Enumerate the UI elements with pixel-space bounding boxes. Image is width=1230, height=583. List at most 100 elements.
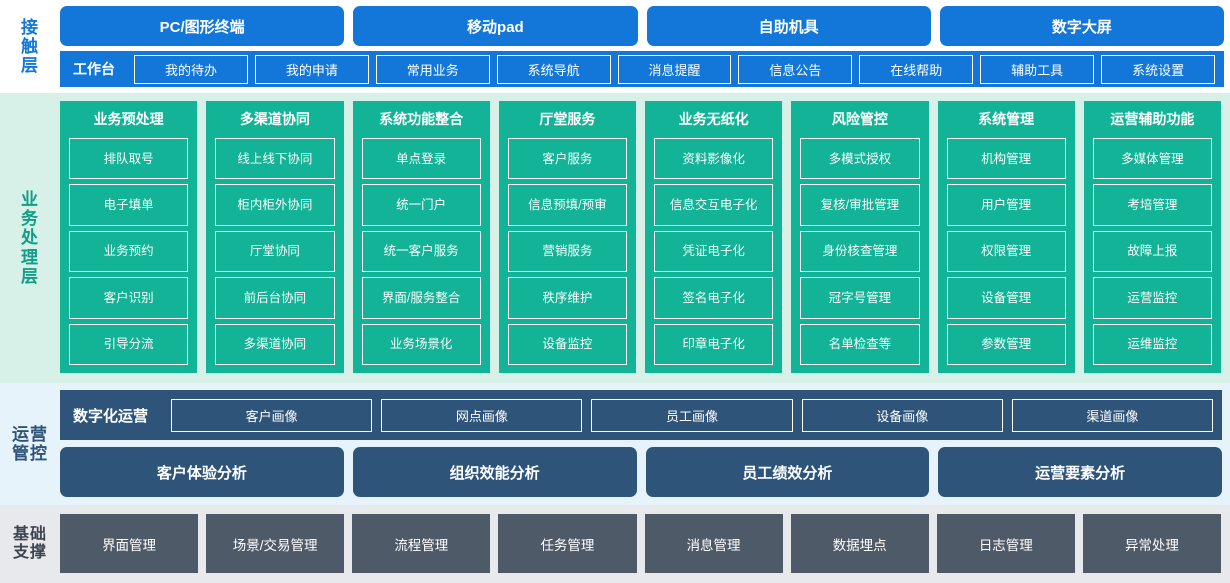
business-layer-band: 业务处理层 业务预处理 排队取号 电子填单 业务预约 客户识别 引导分流 多渠道… [0,93,1230,383]
business-layer-label: 业务处理层 [0,93,60,383]
portrait-chip[interactable]: 渠道画像 [1011,398,1214,432]
workbench-item[interactable]: 常用业务 [375,54,490,84]
business-item[interactable]: 信息交互电子化 [654,184,774,226]
digital-ops-title: 数字化运营 [73,407,149,425]
business-item[interactable]: 设备监控 [507,323,627,366]
business-column-title: 业务无纸化 [678,111,749,127]
workbench-item[interactable]: 在线帮助 [859,54,974,84]
workbench-item[interactable]: 系统设置 [1101,54,1216,84]
base-layer-body: 界面管理 场景/交易管理 流程管理 任务管理 消息管理 数据埋点 日志管理 异常… [60,505,1230,583]
business-item[interactable]: 用户管理 [946,184,1066,226]
business-item[interactable]: 资料影像化 [654,138,774,180]
business-item[interactable]: 电子填单 [69,184,189,226]
portrait-chip[interactable]: 客户画像 [171,398,373,432]
business-item[interactable]: 客户识别 [69,277,189,319]
base-card[interactable]: 数据埋点 [790,514,929,573]
business-item[interactable]: 凭证电子化 [654,230,774,273]
business-item[interactable]: 营销服务 [507,230,627,273]
workbench-item[interactable]: 我的待办 [134,54,248,84]
channel-card[interactable]: 数字大屏 [939,6,1224,46]
workbench-title: 工作台 [73,61,115,77]
workbench-item[interactable]: 消息提醒 [617,54,732,84]
channel-card-label: PC/图形终端 [159,18,245,36]
channel-card[interactable]: 自助机具 [646,6,931,46]
business-item[interactable]: 统一门户 [361,184,481,226]
analysis-card-row: 客户体验分析 组织效能分析 员工绩效分析 运营要素分析 [60,447,1222,497]
portrait-chip[interactable]: 员工画像 [591,398,793,432]
business-item[interactable]: 统一客户服务 [361,230,481,273]
business-item[interactable]: 复核/审批管理 [800,184,920,226]
business-item[interactable]: 业务预约 [69,230,189,273]
business-item[interactable]: 运营监控 [1092,277,1212,319]
business-item[interactable]: 签名电子化 [654,277,774,319]
base-layer-band: 基础支撑 界面管理 场景/交易管理 流程管理 任务管理 消息管理 数据埋点 日志… [0,505,1230,583]
business-item[interactable]: 运维监控 [1092,323,1212,366]
business-item[interactable]: 身份核查管理 [800,230,920,273]
base-card[interactable]: 日志管理 [936,514,1075,573]
business-item[interactable]: 权限管理 [946,230,1066,273]
business-item[interactable]: 引导分流 [69,323,189,366]
business-item[interactable]: 多媒体管理 [1092,138,1212,180]
analysis-card[interactable]: 运营要素分析 [938,447,1222,497]
workbench-item[interactable]: 信息公告 [738,54,853,84]
portrait-chip[interactable]: 网点画像 [381,398,583,432]
analysis-card[interactable]: 客户体验分析 [60,447,344,497]
business-column: 系统功能整合 单点登录 统一门户 统一客户服务 界面/服务整合 业务场景化 [352,101,490,373]
business-item[interactable]: 业务场景化 [361,323,481,366]
base-card[interactable]: 消息管理 [644,514,783,573]
analysis-card[interactable]: 员工绩效分析 [645,447,930,497]
business-item[interactable]: 厅堂协同 [215,230,335,273]
business-item[interactable]: 印章电子化 [654,323,774,366]
business-column-title: 系统管理 [978,111,1035,127]
workbench-item[interactable]: 辅助工具 [980,54,1095,84]
business-column: 多渠道协同 线上线下协同 柜内柜外协同 厅堂协同 前后台协同 多渠道协同 [206,101,344,373]
business-item[interactable]: 柜内柜外协同 [215,184,335,226]
channel-card[interactable]: 移动pad [353,6,638,46]
business-column: 运营辅助功能 多媒体管理 考培管理 故障上报 运营监控 运维监控 [1083,101,1221,373]
channel-card-label: 自助机具 [758,18,819,36]
base-card[interactable]: 流程管理 [352,514,491,573]
ops-layer-band: 运营管控 数字化运营 客户画像 网点画像 员工画像 设备画像 渠道画像 客户体验… [0,383,1230,505]
contact-layer-band: 接触层 PC/图形终端 移动pad 自助机具 数字大屏 工作台 我的待办 [0,0,1230,93]
business-item[interactable]: 排队取号 [69,138,189,180]
contact-layer-label: 接触层 [0,0,60,93]
base-layer-label-text: 基础支撑 [12,526,47,561]
business-item[interactable]: 参数管理 [946,323,1066,366]
business-item[interactable]: 多渠道协同 [215,323,335,366]
workbench-item[interactable]: 系统导航 [496,54,611,84]
business-item[interactable]: 线上线下协同 [215,138,335,180]
business-item[interactable]: 信息预填/预审 [507,184,627,226]
contact-layer-body: PC/图形终端 移动pad 自助机具 数字大屏 工作台 我的待办 我的申请 常用… [60,0,1230,93]
business-item[interactable]: 故障上报 [1092,230,1212,273]
workbench-item[interactable]: 我的申请 [254,54,369,84]
base-card[interactable]: 异常处理 [1082,514,1221,573]
business-item[interactable]: 名单检查等 [800,323,920,366]
business-item[interactable]: 秩序维护 [507,277,627,319]
portrait-chip[interactable]: 设备画像 [801,398,1003,432]
base-card[interactable]: 任务管理 [498,514,637,573]
analysis-card[interactable]: 组织效能分析 [352,447,637,497]
workbench-bar: 工作台 我的待办 我的申请 常用业务 系统导航 消息提醒 信息公告 在线帮助 辅… [60,51,1224,87]
digital-ops-bar: 数字化运营 客户画像 网点画像 员工画像 设备画像 渠道画像 [60,390,1222,440]
business-item[interactable]: 设备管理 [946,277,1066,319]
business-column-title: 风险管控 [831,111,888,127]
base-card[interactable]: 场景/交易管理 [206,514,345,573]
business-column: 业务预处理 排队取号 电子填单 业务预约 客户识别 引导分流 [60,101,198,373]
business-item[interactable]: 机构管理 [946,138,1066,180]
business-column: 厅堂服务 客户服务 信息预填/预审 营销服务 秩序维护 设备监控 [498,101,636,373]
business-item[interactable]: 多模式授权 [800,138,920,180]
base-card[interactable]: 界面管理 [60,514,199,573]
channel-card-label: 数字大屏 [1051,18,1112,36]
channel-card-row: PC/图形终端 移动pad 自助机具 数字大屏 [60,6,1224,46]
business-item[interactable]: 客户服务 [507,138,627,180]
channel-card[interactable]: PC/图形终端 [60,6,345,46]
business-item[interactable]: 考培管理 [1092,184,1212,226]
business-item[interactable]: 前后台协同 [215,277,335,319]
business-item[interactable]: 单点登录 [361,138,481,180]
ops-layer-label-text: 运营管控 [12,424,48,463]
business-item[interactable]: 冠字号管理 [800,277,920,319]
ops-layer-label: 运营管控 [0,383,60,505]
business-column: 风险管控 多模式授权 复核/审批管理 身份核查管理 冠字号管理 名单检查等 [791,101,929,373]
channel-card-label: 移动pad [467,18,524,36]
business-item[interactable]: 界面/服务整合 [361,277,481,319]
